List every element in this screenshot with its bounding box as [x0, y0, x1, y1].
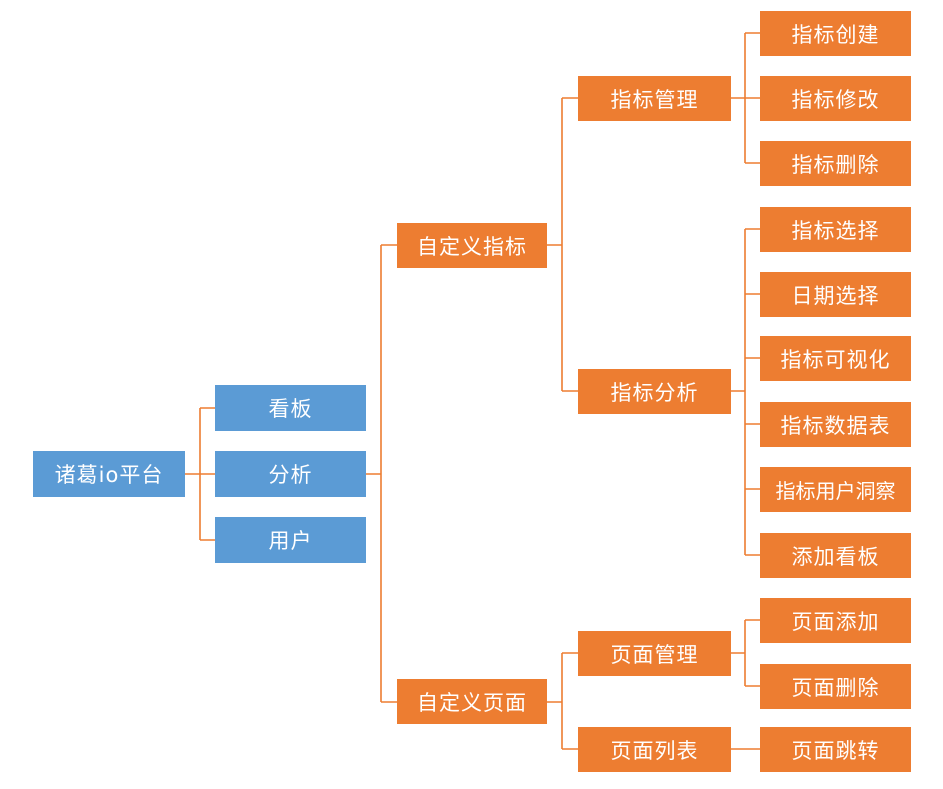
- node-metric-datatable: 指标数据表: [760, 402, 911, 447]
- root-node: 诸葛io平台: [33, 451, 185, 497]
- node-page-list: 页面列表: [578, 727, 731, 772]
- node-metric-analysis: 指标分析: [578, 369, 731, 414]
- node-page-jump: 页面跳转: [760, 727, 911, 772]
- node-metric-select: 指标选择: [760, 207, 911, 252]
- node-page-mgmt: 页面管理: [578, 631, 731, 676]
- connector-fenxi-custom: [366, 244, 397, 703]
- node-custom-pages: 自定义页面: [397, 679, 547, 724]
- node-metric-mgmt: 指标管理: [578, 76, 731, 121]
- node-page-add: 页面添加: [760, 598, 911, 643]
- node-metric-create: 指标创建: [760, 11, 911, 56]
- node-metric-visualize: 指标可视化: [760, 336, 911, 381]
- node-kanban: 看板: [215, 385, 366, 431]
- connector-metric-analysis: [731, 228, 760, 556]
- node-fenxi: 分析: [215, 451, 366, 497]
- connector-custom-pages: [547, 652, 578, 750]
- node-metric-delete: 指标删除: [760, 141, 911, 186]
- node-metric-user-insight: 指标用户洞察: [760, 467, 911, 512]
- node-add-kanban: 添加看板: [760, 533, 911, 578]
- node-yonghu: 用户: [215, 517, 366, 563]
- connector-metric-mgmt: [731, 32, 760, 164]
- node-date-select: 日期选择: [760, 272, 911, 317]
- connector-custom-metrics: [547, 97, 578, 392]
- node-page-delete: 页面删除: [760, 664, 911, 709]
- connector-page-mgmt: [731, 619, 760, 687]
- node-metric-edit: 指标修改: [760, 76, 911, 121]
- node-custom-metrics: 自定义指标: [397, 223, 547, 268]
- connector-root-level1: [185, 407, 215, 541]
